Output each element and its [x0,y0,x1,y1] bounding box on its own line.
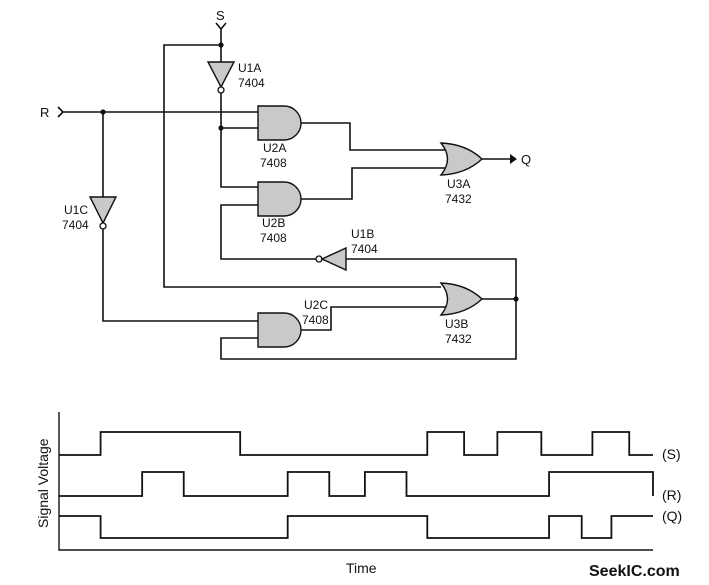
input-s: S [215,8,227,62]
output-q-arrow [510,154,517,164]
input-r: R [40,105,258,120]
gate-u1b-part: 7404 [351,242,378,256]
gate-u2c-name: U2C [304,298,328,312]
gate-u3b: U3B 7432 [439,282,484,346]
timing-diagram: Signal Voltage Time (S) (R) (Q) [35,412,682,576]
gate-u1a-part: 7404 [238,76,265,90]
watermark: SeekIC.com [589,563,680,580]
output-q-label: Q [521,152,531,167]
gate-u1c: U1C 7404 [62,196,118,232]
gate-u2a-name: U2A [263,141,286,155]
junction-out [513,296,519,302]
gate-u1c-name: U1C [64,203,88,217]
gate-u2b: U2B 7408 [257,181,302,245]
gate-u2b-part: 7408 [260,231,287,245]
gate-u1a-name: U1A [238,61,261,75]
schematic: S U1A 7404 R U2A 7408 [40,8,531,360]
gate-u1a: U1A 7404 [206,61,265,94]
gate-u1c-part: 7404 [62,218,89,232]
gate-u3a: U3A 7432 [439,142,484,206]
gate-u2a: U2A 7408 [257,105,302,170]
gate-u2a-part: 7408 [260,156,287,170]
waveform-label-1: (R) [662,487,681,503]
waveform-label-2: (Q) [662,508,682,524]
gate-u3b-name: U3B [445,317,468,331]
waveform-2 [59,515,653,539]
timing-axes [58,412,653,551]
waveform-1 [59,471,654,497]
gate-u3a-name: U3A [447,177,470,191]
timing-xlabel: Time [346,560,377,576]
gate-u3a-part: 7432 [445,192,472,206]
gate-u1b: U1B 7404 [315,227,378,272]
waveform-0 [59,431,653,456]
gate-u2c-part: 7408 [302,313,329,327]
gate-u3b-part: 7432 [445,332,472,346]
timing-ylabel: Signal Voltage [35,438,51,528]
waveform-label-0: (S) [662,446,681,462]
input-r-label: R [40,105,49,120]
gate-u2b-name: U2B [262,216,285,230]
gate-u2c: U2C 7408 [257,298,329,348]
input-s-label: S [216,8,225,23]
gate-u1b-name: U1B [351,227,374,241]
